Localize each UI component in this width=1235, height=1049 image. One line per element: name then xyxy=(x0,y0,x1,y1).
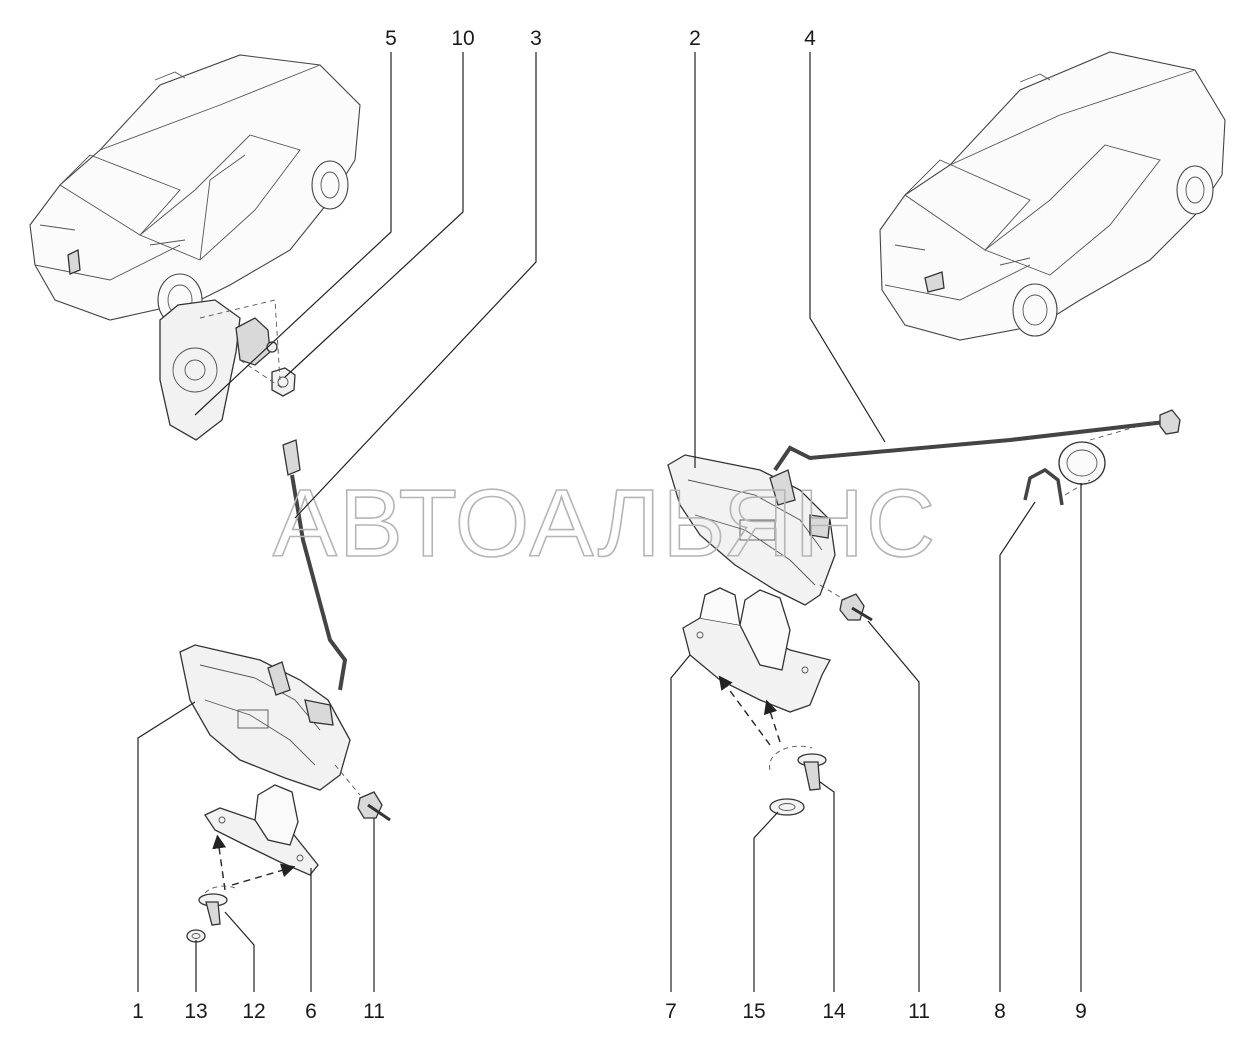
callout-label: 14 xyxy=(822,1000,846,1023)
lock-body-part-1 xyxy=(179,644,351,791)
callout-label: 6 xyxy=(305,1000,317,1023)
callout-label: 11 xyxy=(363,1000,385,1023)
washer-part-15 xyxy=(769,798,805,816)
callout-label: 10 xyxy=(451,27,474,50)
callout-label: 4 xyxy=(804,27,816,50)
callout-label: 11 xyxy=(908,1000,930,1023)
bolt-part-12 xyxy=(198,893,228,926)
ring-part-9 xyxy=(1058,441,1106,485)
callouts-top: 5 10 3 2 4 xyxy=(385,27,816,50)
screw-guide-line-right xyxy=(819,584,846,601)
bolt-part-14 xyxy=(797,753,827,791)
car-illustration-right xyxy=(879,51,1226,341)
leader-lines xyxy=(137,52,1082,992)
striker-part-7 xyxy=(682,587,831,713)
callout-label: 1 xyxy=(132,1000,144,1023)
assembly-guide-lines xyxy=(199,299,286,391)
assembly-arrows-left xyxy=(204,834,296,894)
callout-label: 2 xyxy=(689,27,701,50)
nut-part-10 xyxy=(271,367,296,397)
callout-label: 15 xyxy=(742,1000,765,1023)
rod-guide-lines xyxy=(1064,419,1161,496)
callout-label: 12 xyxy=(242,1000,265,1023)
callout-label: 8 xyxy=(994,1000,1006,1023)
callout-label: 9 xyxy=(1075,1000,1087,1023)
rod-part-4 xyxy=(773,409,1181,472)
assembly-arrows-right xyxy=(718,675,813,771)
screw-part-11-left xyxy=(357,791,391,822)
callout-label: 7 xyxy=(665,1000,677,1023)
callout-label: 5 xyxy=(385,27,397,50)
callout-label: 3 xyxy=(530,27,542,50)
rod-part-3 xyxy=(282,439,348,691)
screw-guide-line-left xyxy=(334,764,361,796)
clip-part-8 xyxy=(1023,467,1064,506)
callout-label: 13 xyxy=(184,1000,207,1023)
actuator-part-5 xyxy=(159,299,278,441)
car-illustration-left xyxy=(29,54,361,327)
callouts-bottom: 1 13 12 6 11 7 15 14 11 8 9 xyxy=(132,1000,1087,1023)
watermark-text: АВТОАЛЬЯНС xyxy=(273,470,937,577)
screw-part-11-right xyxy=(839,593,873,622)
striker-part-6 xyxy=(204,784,319,876)
lock-body-part-2 xyxy=(667,454,836,606)
